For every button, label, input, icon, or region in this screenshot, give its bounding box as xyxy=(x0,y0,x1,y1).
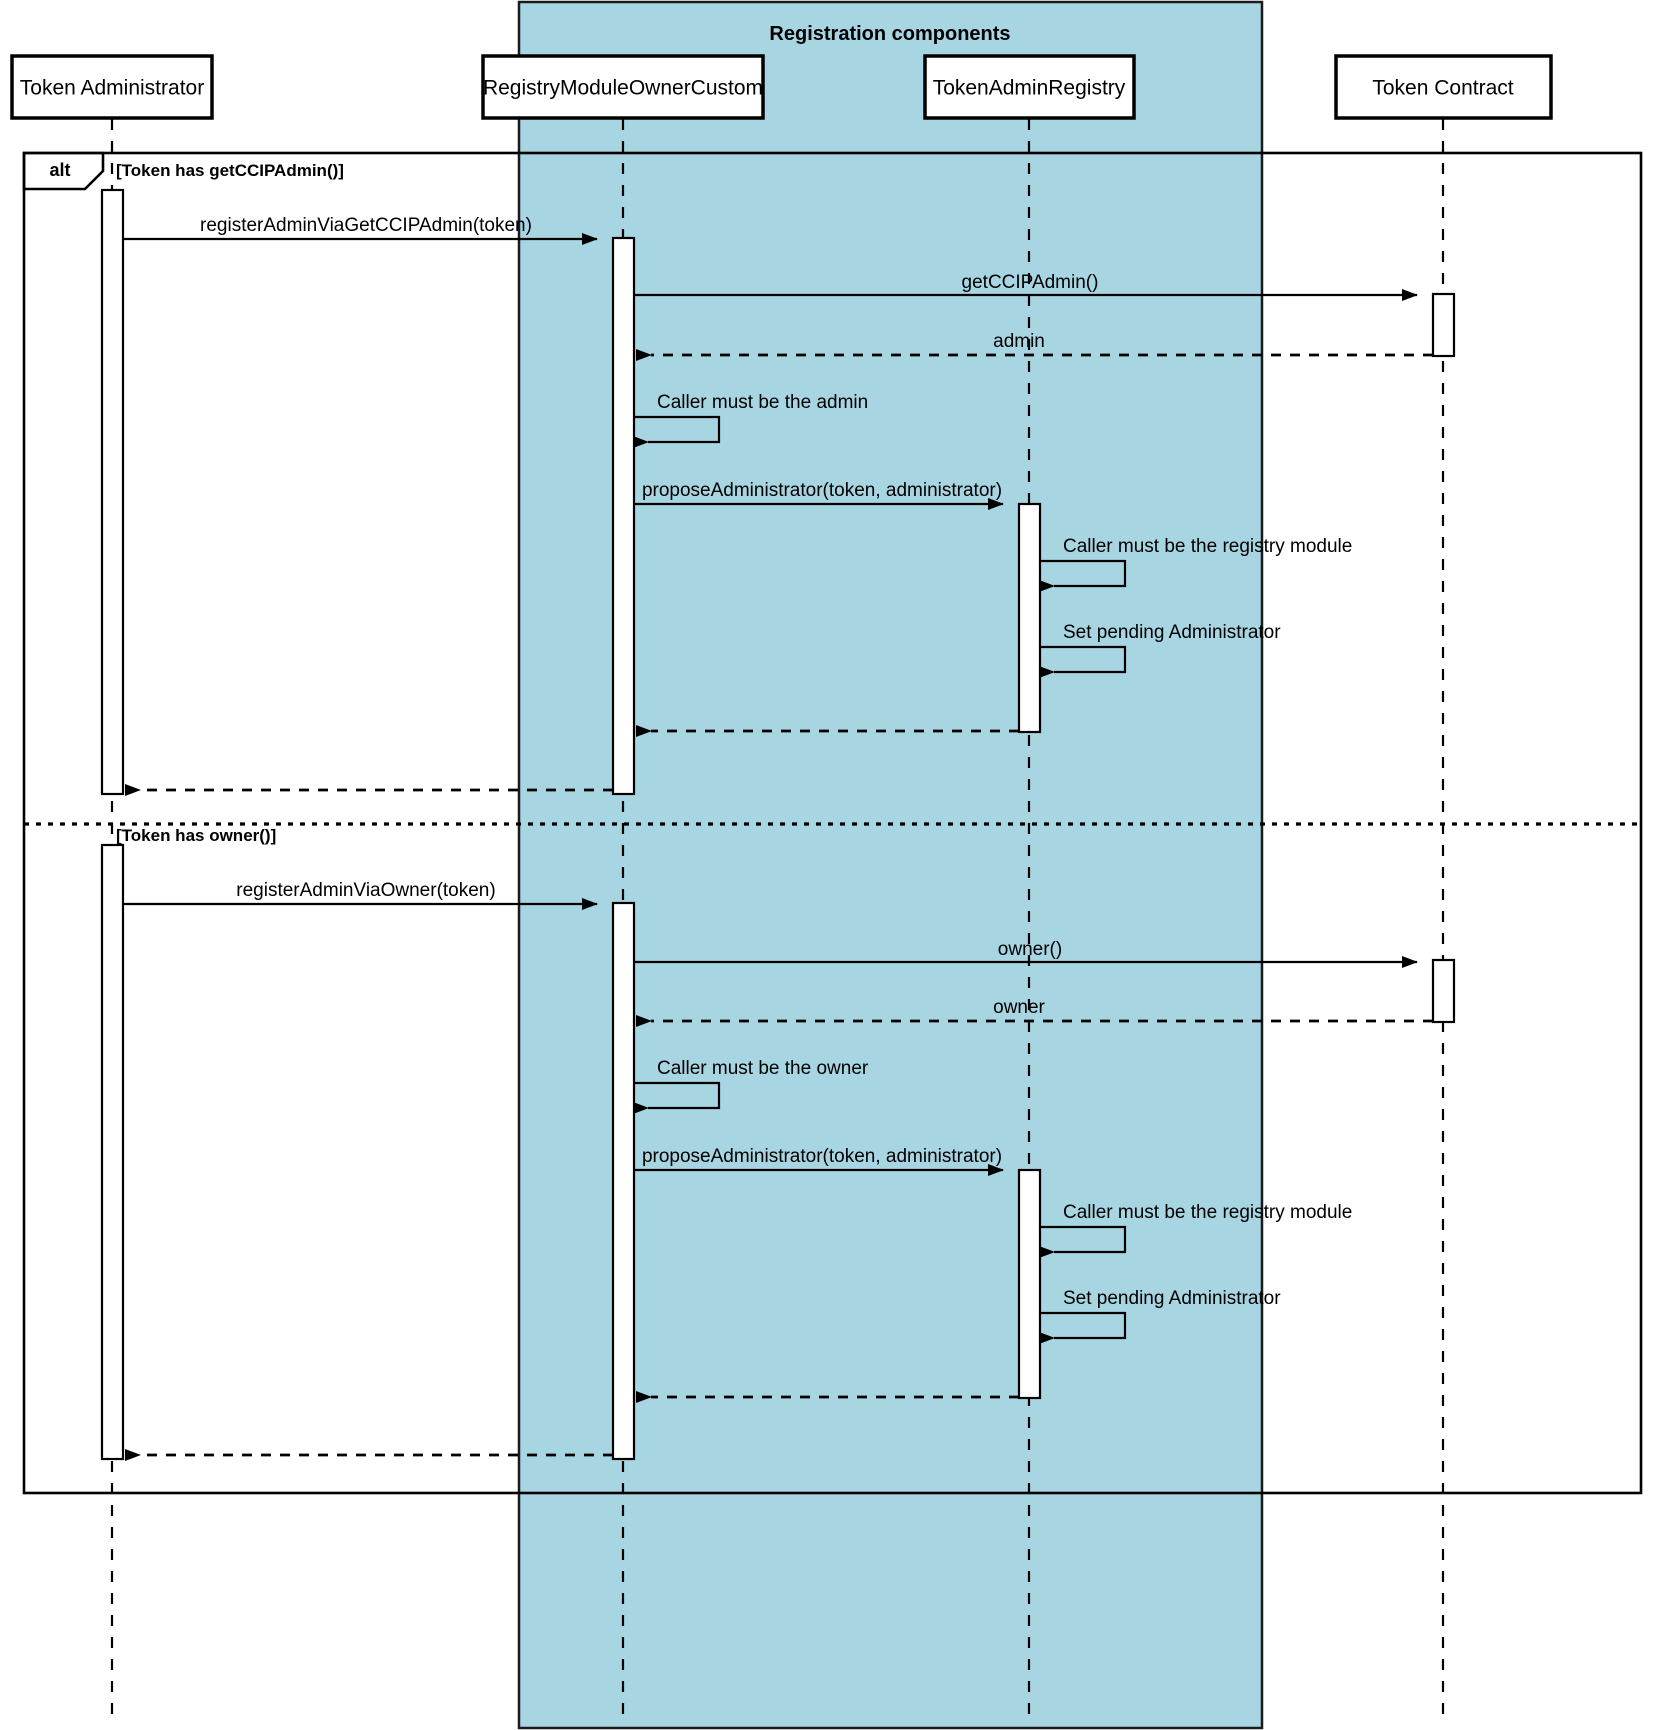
message-owner-return: owner xyxy=(636,997,1433,1027)
message-register-admin-via-getccipadmin: registerAdminViaGetCCIPAdmin(token) xyxy=(123,215,598,245)
message-label: owner() xyxy=(998,939,1062,960)
participant-heads: Token Administrator RegistryModuleOwnerC… xyxy=(10,54,1553,120)
message-label: Set pending Administrator xyxy=(1063,622,1281,643)
message-label: Caller must be the admin xyxy=(657,392,868,413)
message-label: Caller must be the owner xyxy=(657,1058,869,1079)
participant-label: TokenAdminRegistry xyxy=(933,77,1126,100)
participant-registrymoduleownercustom[interactable]: RegistryModuleOwnerCustom xyxy=(481,54,765,120)
message-register-admin-via-owner: registerAdminViaOwner(token) xyxy=(123,880,598,910)
message-caller-must-be-registry-module-2: Caller must be the registry module xyxy=(1039,1202,1352,1258)
messages-fragment-0: registerAdminViaGetCCIPAdmin(token) getC… xyxy=(123,215,1433,796)
group-title: Registration components xyxy=(769,23,1010,45)
message-label: Caller must be the registry module xyxy=(1063,536,1352,557)
activation-token-administrator-2 xyxy=(100,843,125,1461)
message-set-pending-administrator-2: Set pending Administrator xyxy=(1039,1288,1281,1344)
activation-tokenadminregistry-1 xyxy=(1017,502,1042,734)
message-propose-administrator-2: proposeAdministrator(token, administrato… xyxy=(634,1146,1004,1176)
group-registration-components: Registration components xyxy=(517,0,1264,1730)
message-label: admin xyxy=(993,331,1045,352)
participant-label: Token Administrator xyxy=(20,77,204,100)
frame-guard-0: [Token has getCCIPAdmin()] xyxy=(116,161,344,180)
message-caller-must-be-the-admin: Caller must be the admin xyxy=(633,392,868,448)
activation-tokenadminregistry-2 xyxy=(1017,1168,1042,1400)
message-label: proposeAdministrator(token, administrato… xyxy=(642,1146,1002,1167)
message-caller-must-be-the-owner: Caller must be the owner xyxy=(633,1058,869,1114)
frame-guard-1: [Token has owner()] xyxy=(116,826,276,845)
activation-token-administrator-1 xyxy=(100,188,125,796)
participant-token-contract[interactable]: Token Contract xyxy=(1334,54,1553,120)
participant-label: Token Contract xyxy=(1372,77,1513,100)
message-set-pending-administrator-1: Set pending Administrator xyxy=(1039,622,1281,678)
alt-frame: alt [Token has getCCIPAdmin()] [Token ha… xyxy=(22,151,1643,1495)
activation-registry-2 xyxy=(611,901,636,1461)
activation-registry-1 xyxy=(611,236,636,796)
message-caller-must-be-registry-module-1: Caller must be the registry module xyxy=(1039,536,1352,592)
message-propose-administrator-1: proposeAdministrator(token, administrato… xyxy=(634,480,1004,510)
message-label: Caller must be the registry module xyxy=(1063,1202,1352,1223)
message-admin-return: admin xyxy=(636,331,1433,361)
participant-label: RegistryModuleOwnerCustom xyxy=(483,77,763,100)
message-label: proposeAdministrator(token, administrato… xyxy=(642,480,1002,501)
message-getccipadmin: getCCIPAdmin() xyxy=(634,272,1418,301)
activation-token-contract-1 xyxy=(1431,292,1456,358)
activation-token-contract-2 xyxy=(1431,958,1456,1024)
activation-bars-layer xyxy=(100,188,1456,1461)
message-label: Set pending Administrator xyxy=(1063,1288,1281,1309)
message-label: getCCIPAdmin() xyxy=(962,272,1099,293)
message-label: registerAdminViaOwner(token) xyxy=(236,880,495,901)
frame-operator-label: alt xyxy=(49,160,70,180)
messages-fragment-1: registerAdminViaOwner(token) owner() own… xyxy=(123,880,1433,1461)
participant-token-administrator[interactable]: Token Administrator xyxy=(10,54,214,120)
message-owner-call: owner() xyxy=(634,939,1418,968)
message-label: owner xyxy=(993,997,1045,1018)
participant-tokenadminregistry[interactable]: TokenAdminRegistry xyxy=(923,54,1136,120)
message-label: registerAdminViaGetCCIPAdmin(token) xyxy=(200,215,532,236)
